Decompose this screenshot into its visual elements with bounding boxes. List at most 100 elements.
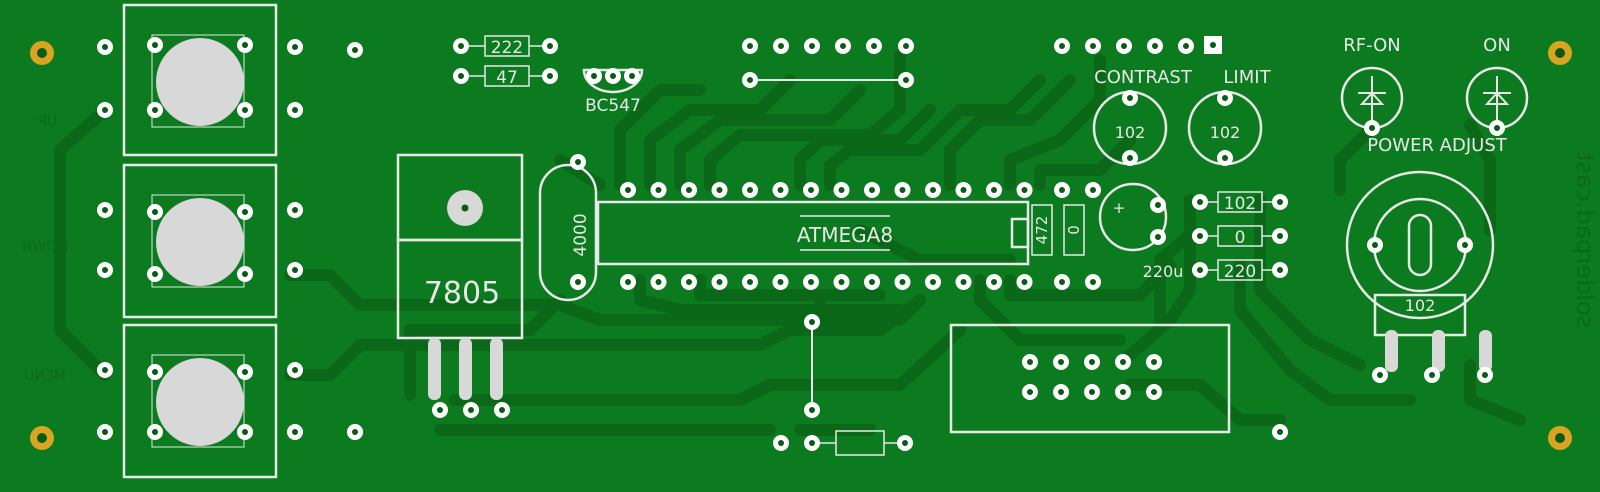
solder-pad-hole (1197, 267, 1203, 273)
solder-pad-hole (960, 279, 967, 285)
solder-pad-hole (838, 279, 845, 285)
button-up-outline (122, 3, 278, 157)
label-capacitor-plus: + (1113, 199, 1126, 217)
solder-pad-hole (1183, 43, 1189, 49)
silkscreen (122, 3, 1529, 479)
button-caps (156, 38, 244, 446)
label-r-0-small: 0 (1065, 225, 1083, 235)
solder-pad-hole (292, 207, 298, 213)
solder-pad-hole (1372, 242, 1378, 248)
label-transistor: BC547 (585, 96, 641, 116)
label-r-472: 472 (1033, 216, 1051, 245)
label-r-222: 222 (491, 38, 523, 58)
button-down-outline (122, 163, 278, 319)
solder-pad-hole (1494, 125, 1500, 131)
solder-pad-hole (838, 187, 845, 193)
solder-pad-hole (1059, 187, 1065, 193)
solder-pad-hole (1127, 155, 1133, 161)
solder-pad-hole (777, 279, 784, 285)
solder-pad-hole (871, 43, 877, 49)
solder-pad-hole (292, 267, 298, 273)
solder-pad-hole (1089, 359, 1095, 365)
solder-pad-hole (1222, 155, 1228, 161)
solder-pad-hole (1090, 187, 1096, 193)
solder-pad-hole (242, 429, 248, 435)
solder-pad-hole (902, 440, 908, 446)
mirrored-label-down: DOWN (22, 239, 68, 255)
solder-pad-hole (869, 187, 875, 193)
solder-pad-hole (242, 369, 248, 375)
solder-pad-hole (152, 271, 158, 277)
solder-pad-hole (1151, 359, 1157, 365)
solder-pad-hole (242, 209, 248, 215)
solder-pad-hole (152, 429, 158, 435)
label-pot-limit-value: 102 (1210, 123, 1241, 142)
solder-pad-hole (1277, 233, 1283, 239)
solder-pad-hole (899, 187, 906, 193)
solder-pad-hole (547, 43, 553, 49)
solder-pad-hole (625, 279, 631, 285)
header-outline (949, 323, 1231, 434)
solder-pad-hole (1120, 359, 1126, 365)
solder-pad-hole (152, 107, 158, 113)
label-pot-contrast-value: 102 (1115, 123, 1146, 142)
button-down-cap[interactable] (156, 198, 244, 286)
solder-pad-hole (152, 209, 158, 215)
solder-pad-hole (808, 187, 814, 193)
solder-pad-hole (1120, 389, 1126, 395)
solder-pad-hole (778, 440, 784, 446)
solder-pad-hole (903, 77, 909, 83)
solder-pad-hole (655, 279, 662, 285)
button-menu-outline (122, 323, 278, 479)
label-power-adjust: POWER ADJUST (1367, 135, 1508, 156)
mounting-holes (30, 41, 1572, 450)
label-on: ON (1483, 35, 1511, 56)
solder-pad-hole (960, 187, 967, 193)
solder-pad-hole (1058, 359, 1064, 365)
solder-pad-hole (292, 107, 298, 113)
solder-pad-hole (458, 43, 464, 49)
solder-pad-hole (747, 279, 753, 285)
label-regulator: 7805 (424, 276, 500, 311)
solder-pad-hole (575, 159, 581, 165)
solder-pad-hole (991, 187, 997, 193)
pads (97, 37, 1505, 451)
solder-pad-hole (1462, 242, 1468, 248)
solder-pad-hole (1058, 389, 1064, 395)
pot-power-outline (1345, 170, 1495, 320)
solder-pad-hole (625, 187, 631, 193)
mirrored-label-brand: solderpad.cast (1571, 152, 1599, 328)
label-mcu: ATMEGA8 (797, 223, 893, 247)
solder-pad-hole (1197, 233, 1203, 239)
regulator-body-outline (396, 238, 524, 340)
solder-pad-hole (1027, 359, 1033, 365)
solder-pad-hole (930, 279, 936, 285)
solder-pad-hole (242, 107, 248, 113)
solder-pad-hole (1121, 43, 1127, 49)
solder-pad-hole (1151, 389, 1157, 395)
solder-pad-hole (747, 77, 753, 83)
solder-pad-hole (102, 367, 108, 373)
solder-pad-hole (1377, 372, 1383, 378)
led-symbols (1358, 76, 1511, 120)
solder-pad-hole (1021, 279, 1028, 285)
button-menu-cap[interactable] (156, 358, 244, 446)
solder-pad-hole (1152, 43, 1158, 49)
solder-pad-hole (808, 279, 814, 285)
solder-pad-hole (458, 73, 464, 79)
solder-pad-hole (809, 43, 815, 49)
solder-pad-hole (716, 279, 723, 285)
label-pot-power-value: 102 (1405, 296, 1436, 315)
solder-pad-hole (777, 187, 784, 193)
solder-pad-hole (1155, 202, 1161, 208)
crystal-outline (538, 163, 598, 302)
button-up-cap[interactable] (156, 38, 244, 126)
solder-pad-hole (152, 369, 158, 375)
solder-pad-hole (991, 279, 997, 285)
solder-pad-hole (1021, 187, 1028, 193)
solder-pad-hole (102, 44, 108, 50)
solder-pad-hole (747, 43, 753, 49)
solder-pad-hole (242, 42, 248, 48)
